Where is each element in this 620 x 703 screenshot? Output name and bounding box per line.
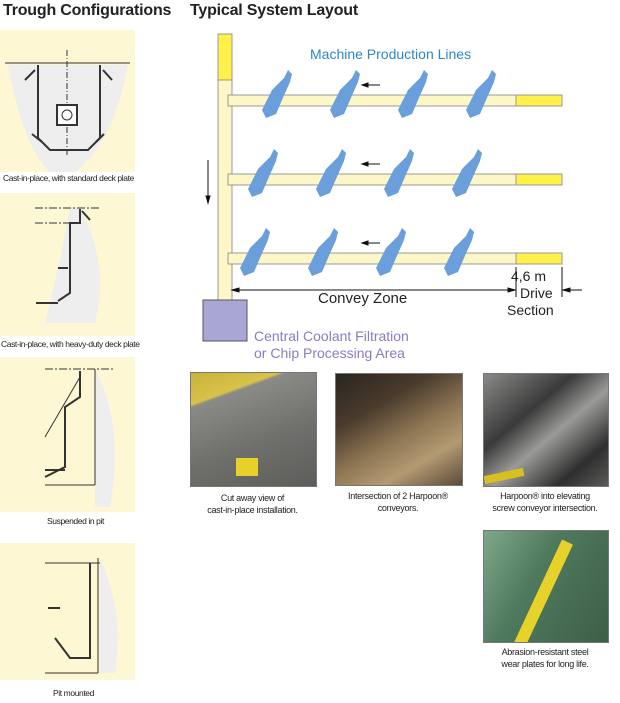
trough-caption: Suspended in pit — [47, 516, 104, 526]
drive-sections — [515, 94, 563, 265]
caption-line: screw conveyor intersection. — [492, 503, 598, 513]
trough-caption: Cast-in-place, with standard deck plate — [3, 173, 134, 183]
trough-diagram-standard-deck — [0, 30, 135, 172]
trough-diagram-suspended — [0, 357, 135, 512]
caption-line: Harpoon® into elevating — [500, 491, 590, 501]
branch-conveyors — [227, 94, 521, 265]
central-label-line2: or Chip Processing Area — [254, 345, 405, 361]
caption-line: conveyors. — [377, 503, 419, 513]
central-label-line1: Central Coolant Filtration — [254, 328, 409, 344]
convey-zone-label: Convey Zone — [318, 290, 408, 307]
flow-arrows — [205, 82, 582, 297]
central-processing-box — [202, 299, 248, 342]
trough-configurations-heading: Trough Configurations — [3, 2, 172, 19]
trough-caption: Pit mounted — [53, 688, 94, 698]
trough-diagram-heavy-deck — [0, 193, 135, 336]
caption-line: wear plates for long life. — [501, 659, 589, 669]
caption-line: Cut away view of — [220, 493, 285, 503]
trough-caption: Cast-in-place, with heavy-duty deck plat… — [1, 339, 140, 349]
photo-wear-plates — [483, 530, 609, 643]
photo-caption: Intersection of 2 Harpoon® conveyors. — [330, 490, 466, 514]
photo-caption: Abrasion-resistant steel wear plates for … — [478, 646, 612, 670]
system-layout-diagram — [202, 33, 582, 342]
photo-caption: Cut away view of cast-in-place installati… — [185, 492, 320, 516]
photo-screw-conveyor-intersection — [483, 373, 609, 487]
drive-label: Drive — [520, 285, 553, 301]
system-layout-heading: Typical System Layout — [190, 2, 359, 19]
trough-diagram-pit-mounted — [0, 543, 135, 680]
caption-line: Abrasion-resistant steel — [501, 647, 589, 657]
photo-caption: Harpoon® into elevating screw conveyor in… — [478, 490, 612, 514]
photo-harpoon-intersection — [335, 373, 463, 486]
caption-line: Intersection of 2 Harpoon® — [348, 491, 448, 501]
drive-length-label: 4,6 m — [511, 268, 547, 284]
photo-cast-in-place-cutaway — [190, 372, 317, 487]
section-label: Section — [507, 302, 554, 318]
machine-lines-label: Machine Production Lines — [310, 46, 472, 62]
caption-line: cast-in-place installation. — [207, 505, 298, 515]
